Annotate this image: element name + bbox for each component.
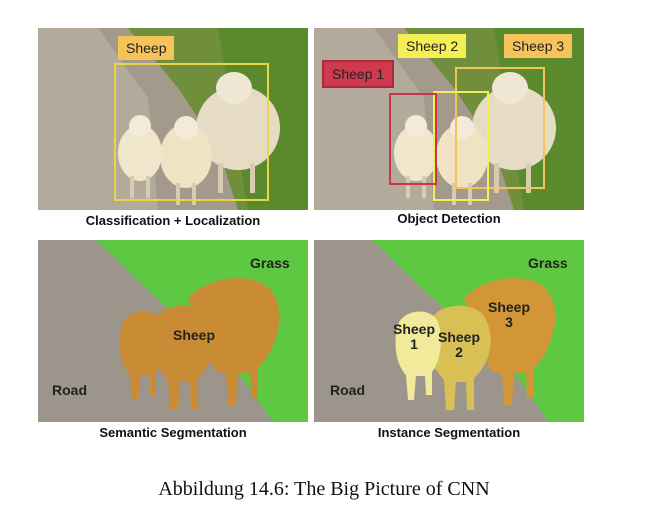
- sheep-label: Sheep: [173, 327, 216, 343]
- sheep-2-label: Sheep 2: [398, 34, 467, 58]
- figure-caption: Abbildung 14.6: The Big Picture of CNN: [158, 478, 490, 500]
- road-label: Road: [52, 382, 87, 398]
- sheep-1-label: Sheep 1: [322, 60, 395, 88]
- semantic-segmentation-map: Grass Road Sheep: [38, 240, 308, 422]
- photo-classification-localization: Sheep: [38, 28, 308, 210]
- sheep-3-label: Sheep 3: [504, 34, 573, 58]
- instance-segmentation-map: Grass Road Sheep 1 Sheep 2 Sheep 3: [314, 240, 584, 422]
- sheep-2-name: Sheep: [438, 329, 481, 345]
- caption-semantic-segmentation: Semantic Segmentation: [99, 425, 247, 440]
- sheep-1-name: Sheep: [393, 321, 436, 337]
- sheep-1-label: Sheep 1: [393, 322, 435, 352]
- sheep-3-label: Sheep 3: [488, 300, 530, 330]
- caption-classification-localization: Classification + Localization: [85, 213, 261, 228]
- sheep-2-label: Sheep 2: [438, 330, 480, 360]
- sheep-1-number: 1: [410, 336, 418, 352]
- caption-instance-segmentation: Instance Segmentation: [377, 425, 521, 440]
- photo-object-detection: Sheep 1 Sheep 2 Sheep 3: [314, 28, 584, 210]
- sheep-3-name: Sheep: [488, 299, 531, 315]
- sheep-label: Sheep: [118, 36, 175, 60]
- road-label: Road: [330, 382, 365, 398]
- grass-label: Grass: [528, 255, 568, 271]
- grass-label: Grass: [250, 255, 290, 271]
- caption-object-detection: Object Detection: [397, 211, 501, 226]
- sheep-2-number: 2: [455, 344, 463, 360]
- sheep-3-number: 3: [505, 314, 513, 330]
